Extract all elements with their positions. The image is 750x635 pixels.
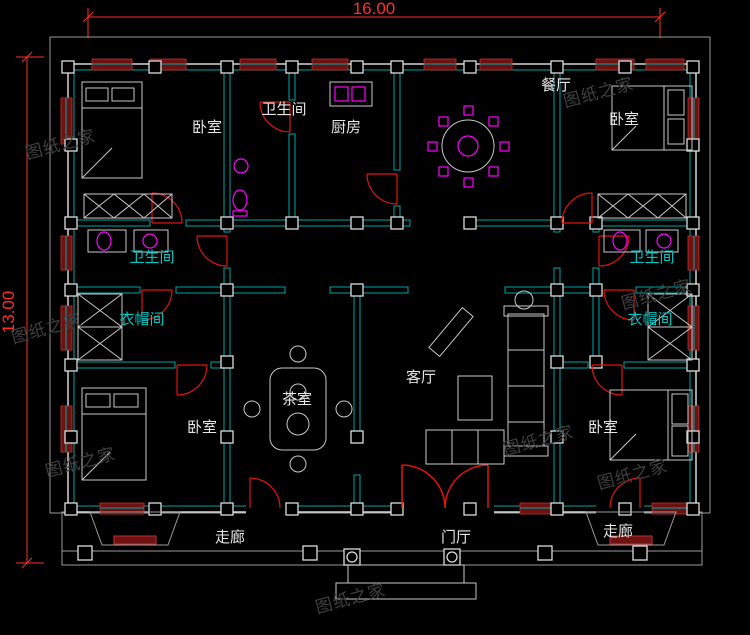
furniture [77, 81, 693, 481]
bay-window-right [585, 511, 677, 546]
stove-burners [334, 86, 366, 102]
label-tea-room: 茶室 [282, 391, 312, 408]
label-bedroom-bottom-right: 卧室 [588, 419, 618, 436]
watermark: 图纸之家 [313, 580, 387, 617]
bathroom-left-counter [87, 229, 169, 253]
bed-top-left [81, 81, 143, 179]
door-bathroom-left [196, 235, 228, 267]
wardrobe-top-right [597, 193, 687, 219]
label-entry-hall: 门厅 [441, 529, 471, 546]
door-bathroom-top [259, 101, 291, 133]
watermark: 图纸之家 [561, 74, 635, 111]
window-sill-lines [65, 63, 695, 509]
label-kitchen: 厨房 [331, 119, 361, 136]
dimension-width-label: 16.00 [353, 0, 396, 18]
label-bathroom-left: 卫生间 [129, 249, 174, 266]
toilet-left [96, 231, 158, 251]
door-cloakroom-left [141, 289, 173, 321]
label-bathroom-top: 卫生间 [261, 101, 306, 118]
dimension-left: 13.00 [0, 51, 44, 569]
watermark: 图纸之家 [501, 422, 575, 459]
columns [61, 60, 700, 516]
watermark: 图纸之家 [23, 126, 97, 163]
watermark: 图纸之家 [595, 456, 669, 493]
label-corridor-right: 走廊 [603, 523, 633, 540]
watermarks: 图纸之家 图纸之家 图纸之家 图纸之家 图纸之家 图纸之家 图纸之家 图纸之家 [9, 74, 693, 617]
tv-cabinet [428, 306, 474, 358]
sofa-set [425, 290, 549, 465]
label-corridor-left: 走廊 [215, 529, 245, 546]
bed-top-right [611, 85, 693, 151]
door-bedroom-bottom-left [176, 364, 208, 396]
label-living-room: 客厅 [406, 369, 436, 386]
label-bedroom-top-right: 卧室 [609, 111, 639, 128]
wardrobe-cloakroom-right [647, 293, 693, 361]
toilet-right [612, 231, 672, 251]
entry-steps [335, 564, 477, 600]
sink-left [142, 233, 158, 249]
doors [141, 101, 641, 509]
door-porch-left [249, 477, 281, 509]
tea-table [243, 345, 353, 473]
door-entry-double [401, 464, 489, 509]
interior-walls [73, 69, 691, 507]
dining-table [441, 119, 495, 173]
bay-window-left [89, 511, 181, 546]
label-bathroom-right: 卫生间 [629, 249, 674, 266]
porch-columns [77, 545, 648, 566]
dining-chairs [427, 105, 510, 188]
room-labels: 卧室 卫生间 厨房 餐厅 卧室 卫生间 卫生间 衣帽间 衣帽间 卧室 茶室 客厅… [119, 77, 674, 546]
dimension-top: 16.00 [82, 0, 666, 38]
label-dining-room: 餐厅 [541, 77, 571, 94]
toilet-top [232, 158, 249, 217]
sink-top [233, 158, 249, 174]
bed-bottom-right [609, 389, 693, 461]
stove-counter [329, 81, 373, 107]
label-bedroom-bottom-left: 卧室 [187, 419, 217, 436]
label-bedroom-top-left: 卧室 [192, 119, 222, 136]
wardrobe-top-left [83, 193, 173, 219]
door-kitchen [366, 173, 398, 205]
watermark: 图纸之家 [43, 444, 117, 481]
sink-right [656, 233, 672, 249]
door-bedroom-top-right [561, 192, 593, 224]
label-cloakroom-left: 衣帽间 [119, 311, 164, 328]
dimension-height-label: 13.00 [0, 291, 18, 334]
bathroom-right-counter [603, 229, 679, 253]
watermark: 图纸之家 [9, 310, 83, 347]
label-cloakroom-right: 衣帽间 [627, 311, 672, 328]
fixtures [96, 86, 672, 251]
door-cloakroom-right [603, 289, 635, 321]
door-porch-right [609, 477, 641, 509]
bed-bottom-left [81, 387, 147, 481]
watermark: 图纸之家 [619, 276, 693, 313]
wardrobe-cloakroom-left [77, 293, 123, 361]
